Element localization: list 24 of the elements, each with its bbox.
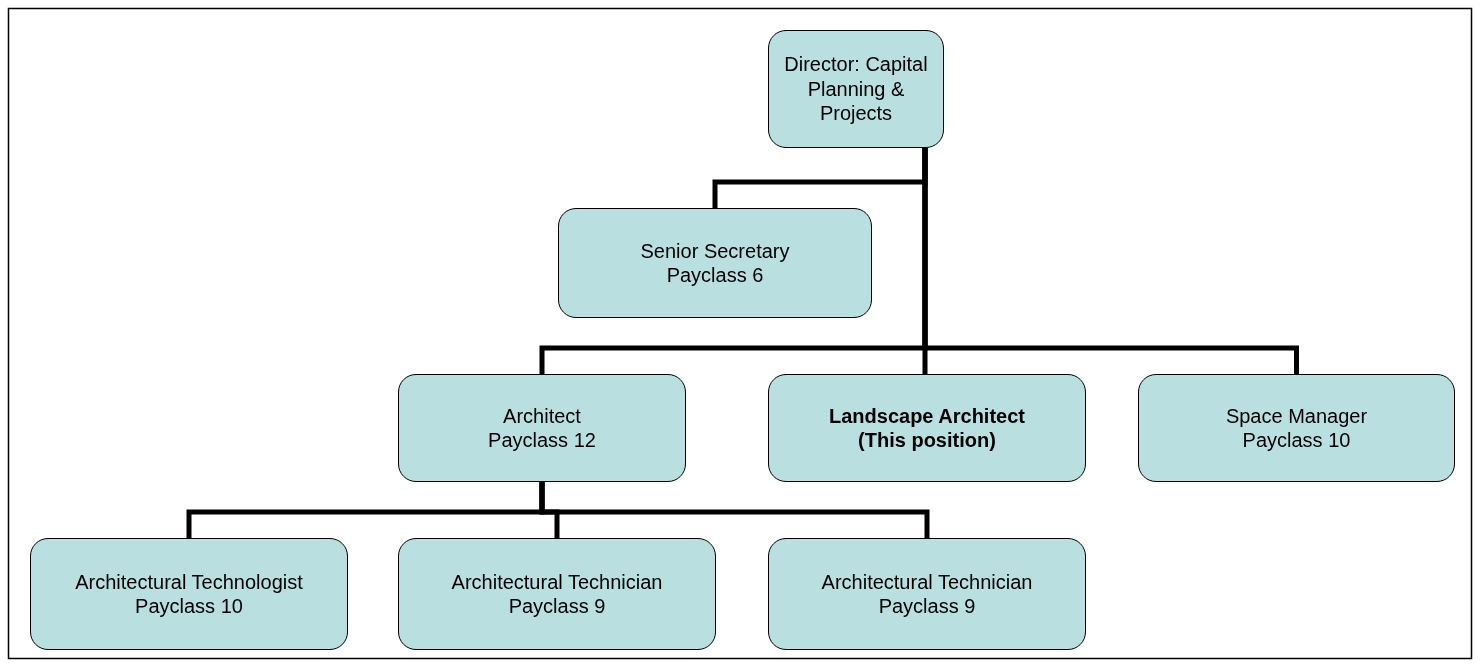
position-box [768,538,1086,650]
connector-line [539,482,930,538]
connector-line [922,148,1299,374]
position-title: Space Manager [1225,403,1368,428]
position-detail: Payclass 10 [135,594,243,619]
position-detail: Payclass 6 [666,263,764,288]
position-box [768,30,944,148]
position-title: Landscape Architect (This position) [828,403,1026,453]
position-title: Architect [503,403,581,428]
position-box [398,538,716,650]
position-detail: Payclass 10 [1242,428,1351,453]
position-title: Director: Capital Planning & Projects [783,52,929,126]
position-title: Architectural Technician [451,569,663,594]
position-title: Senior Secretary [640,238,790,263]
position-detail: Payclass 9 [878,594,976,619]
position-box [398,374,686,482]
position-box [30,538,348,650]
position-box [768,374,1086,482]
position-box [558,208,872,318]
position-box [1138,374,1455,482]
position-detail: Payclass 9 [508,594,606,619]
position-title: Architectural Technician [821,569,1033,594]
position-title: Architectural Technologist [75,569,303,594]
position-detail: Payclass 12 [488,428,596,453]
